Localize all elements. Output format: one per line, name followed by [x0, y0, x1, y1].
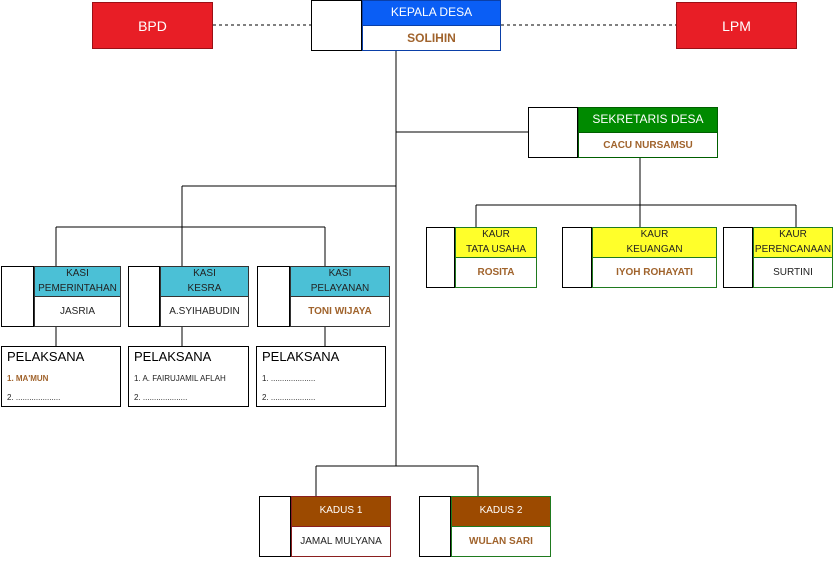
- pelaksana-item: 1. MA'MUN: [7, 374, 49, 383]
- pelaksana-item: 1. A. FAIRUJAMIL AFLAH: [134, 374, 226, 383]
- kadus-name: JAMAL MULYANA: [291, 527, 391, 557]
- pelaksana-heading: PELAKSANA: [262, 349, 340, 364]
- kadus-box-2: KADUS 2 WULAN SARI: [419, 496, 551, 557]
- pelaksana-item: 2. ....................: [262, 393, 316, 402]
- kaur-label: KAUR: [640, 229, 669, 240]
- kaur-name: ROSITA: [455, 258, 537, 288]
- kasi-name: A.SYIHABUDIN: [160, 297, 249, 327]
- kaur-unit: TATA USAHA: [465, 243, 526, 255]
- photo-placeholder: [128, 266, 160, 327]
- kaur-box-perencanaan: KAUR PERENCANAAN SURTINI: [723, 227, 833, 288]
- sekretaris-desa-title: SEKRETARIS DESA: [578, 107, 718, 133]
- photo-placeholder: [259, 496, 291, 557]
- kasi-name: TONI WIJAYA: [290, 297, 390, 327]
- photo-placeholder: [723, 227, 753, 288]
- kepala-desa-name: SOLIHIN: [362, 26, 501, 51]
- kasi-unit: PELAYANAN: [310, 282, 370, 294]
- kasi-title: KASI PEMERINTAHAN: [34, 266, 121, 297]
- pelaksana-heading: PELAKSANA: [7, 349, 85, 364]
- kasi-box-pelayanan: KASI PELAYANAN TONI WIJAYA: [257, 266, 390, 327]
- kadus-name: WULAN SARI: [451, 527, 551, 557]
- kaur-name: IYOH ROHAYATI: [592, 258, 717, 288]
- kasi-label: KASI: [328, 268, 352, 279]
- photo-placeholder: [257, 266, 290, 327]
- kaur-name: SURTINI: [753, 258, 833, 288]
- photo-placeholder: [562, 227, 592, 288]
- kaur-title: KAUR KEUANGAN: [592, 227, 717, 258]
- kaur-unit: PERENCANAAN: [754, 243, 832, 255]
- kaur-box-tata-usaha: KAUR TATA USAHA ROSITA: [426, 227, 537, 288]
- kaur-unit: KEUANGAN: [626, 243, 683, 255]
- kaur-title: KAUR PERENCANAAN: [753, 227, 833, 258]
- kadus-title: KADUS 2: [451, 496, 551, 527]
- kadus-title: KADUS 1: [291, 496, 391, 527]
- photo-placeholder: [528, 107, 578, 158]
- pelaksana-box: PELAKSANA 1. .................... 2. ...…: [256, 346, 386, 407]
- kaur-title: KAUR TATA USAHA: [455, 227, 537, 258]
- lpm-box: LPM: [676, 2, 797, 49]
- kaur-label: KAUR: [482, 229, 510, 240]
- kasi-unit: PEMERINTAHAN: [38, 282, 117, 294]
- kasi-title: KASI PELAYANAN: [290, 266, 390, 297]
- kasi-unit: KESRA: [187, 282, 222, 294]
- kaur-box-keuangan: KAUR KEUANGAN IYOH ROHAYATI: [562, 227, 717, 288]
- sekretaris-desa-name: CACU NURSAMSU: [578, 133, 718, 158]
- sekretaris-desa-box: SEKRETARIS DESA CACU NURSAMSU: [528, 107, 718, 158]
- pelaksana-box: PELAKSANA 1. A. FAIRUJAMIL AFLAH 2. ....…: [128, 346, 249, 407]
- kadus-box-1: KADUS 1 JAMAL MULYANA: [259, 496, 391, 557]
- pelaksana-item: 2. ....................: [7, 393, 61, 402]
- kepala-desa-box: KEPALA DESA SOLIHIN: [311, 0, 501, 51]
- photo-placeholder: [1, 266, 34, 327]
- pelaksana-heading: PELAKSANA: [134, 349, 212, 364]
- kasi-box-kesra: KASI KESRA A.SYIHABUDIN: [128, 266, 249, 327]
- kasi-label: KASI: [66, 268, 89, 279]
- kaur-label: KAUR: [779, 229, 807, 240]
- photo-placeholder: [311, 0, 362, 51]
- photo-placeholder: [426, 227, 455, 288]
- pelaksana-box: PELAKSANA 1. MA'MUN 2. .................…: [1, 346, 121, 407]
- pelaksana-item: 2. ....................: [134, 393, 188, 402]
- kasi-label: KASI: [193, 268, 216, 279]
- kasi-name: JASRIA: [34, 297, 121, 327]
- bpd-box: BPD: [92, 2, 213, 49]
- kasi-title: KASI KESRA: [160, 266, 249, 297]
- photo-placeholder: [419, 496, 451, 557]
- kasi-box-pemerintahan: KASI PEMERINTAHAN JASRIA: [1, 266, 121, 327]
- kepala-desa-title: KEPALA DESA: [362, 0, 501, 26]
- pelaksana-item: 1. ....................: [262, 374, 316, 383]
